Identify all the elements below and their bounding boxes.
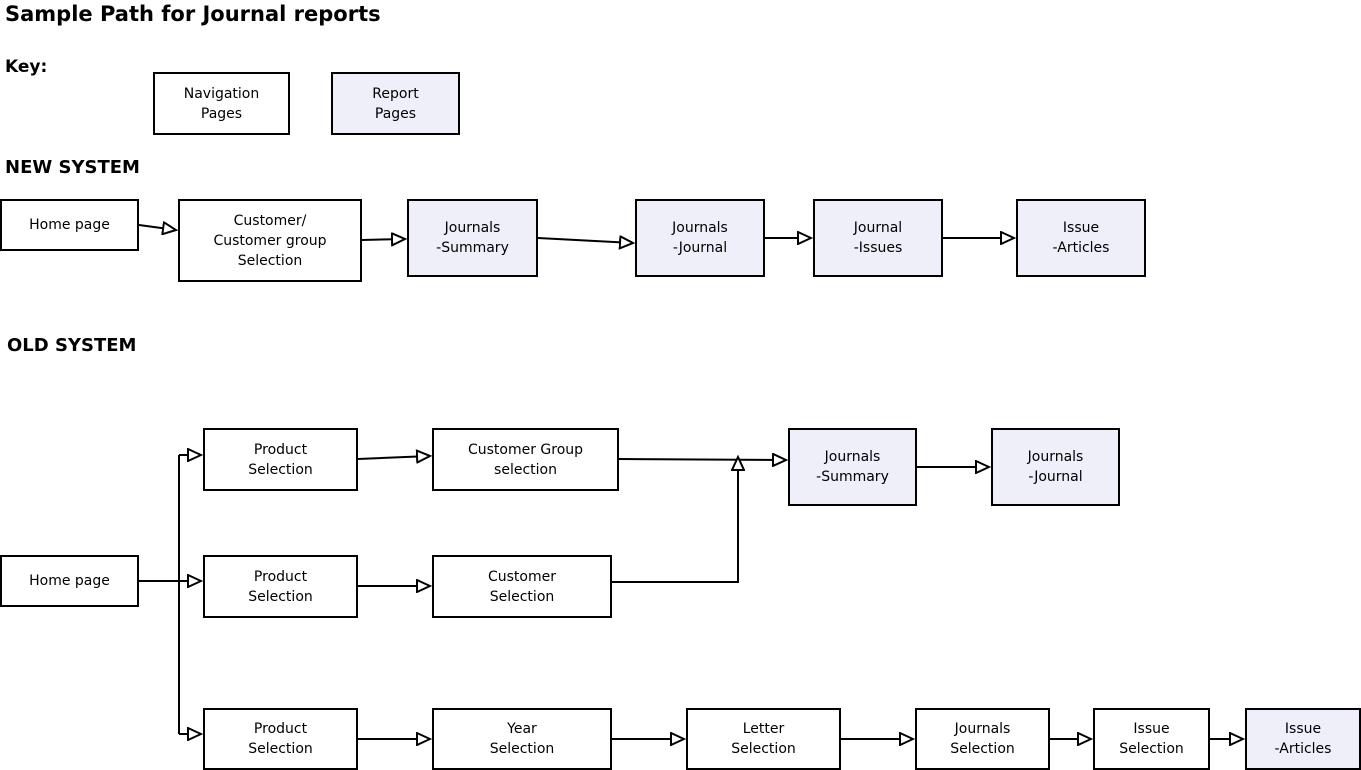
old-product3-line-2: Selection [248,741,313,757]
arrow-old-customer-to-merge [612,457,738,583]
old-product-selection-2: Product Selection [203,555,358,618]
old-year-line-1: Year [507,721,537,737]
new-journal-issues: Journal -Issues [813,199,943,277]
old-product-selection-1: Product Selection [203,428,358,491]
old-customer-selection: Customer Selection [432,555,612,618]
old-customer-group-selection: Customer Group selection [432,428,619,491]
old-journals-summary: Journals -Summary [788,428,917,506]
new-customer-line-1: Customer/ [233,212,307,229]
old-product1-line-2: Selection [248,461,313,478]
key-navigation-pages: Navigation Pages [153,72,290,135]
old-custgroup-line-1: Customer Group [467,441,584,458]
old-product1-line-1: Product [253,441,308,458]
old-year-line-2: Selection [489,741,555,757]
key-report-line-2: Pages [374,105,417,122]
new-customer-line-3: Selection [237,252,303,269]
new-home-page-label: Home page [29,217,110,233]
key-label: Key: [5,57,48,77]
old-product-selection-3: Product Selection [203,708,358,770]
new-home-page: Home page [0,199,139,251]
new-customer-line-2: Customer group [213,232,327,249]
old-customer-line-2: Selection [489,588,555,605]
old-customer-line-1: Customer [487,568,556,585]
old-issue-selection: Issue Selection [1093,708,1210,770]
arrow-old-custgroup-to-summary [618,459,786,460]
diagram-title: Sample Path for Journal reports [5,2,381,26]
old-journals-sel-line-2: Selection [950,741,1015,757]
new-journals-summary: Journals -Summary [407,199,538,277]
old-year-selection: Year Selection [432,708,612,770]
key-report-line-1: Report [372,85,419,102]
old-journals-sel-line-1: Journals [954,721,1011,737]
new-issues-line-1: Journal [853,220,903,236]
new-system-heading: NEW SYSTEM [5,157,140,178]
new-journal-line-2: -Journal [672,240,728,256]
new-issue-articles: Issue -Articles [1016,199,1146,277]
arrow-old-product1-to-custgroup [357,456,430,459]
old-journal-line-2: -Journal [1028,469,1083,485]
new-journal-line-1: Journals [672,220,728,236]
old-product3-line-1: Product [253,721,308,737]
new-issues-line-2: -Issues [853,240,903,256]
old-home-page: Home page [0,555,139,607]
new-articles-line-1: Issue [1062,220,1100,236]
old-system-heading: OLD SYSTEM [7,335,137,356]
arrow-new-customer-to-summary [361,239,405,240]
old-letter-line-1: Letter [742,721,785,737]
old-articles-line-2: -Articles [1274,741,1332,757]
old-home-page-label: Home page [29,573,110,589]
old-letter-line-2: Selection [731,741,796,757]
new-summary-line-1: Journals [444,220,501,236]
arrow-new-home-to-customer [138,225,176,230]
old-custgroup-line-2: selection [494,461,557,478]
old-issue-sel-line-2: Selection [1119,741,1184,757]
old-issue-sel-line-1: Issue [1133,721,1170,737]
new-articles-line-2: -Articles [1052,240,1110,256]
old-journals-selection: Journals Selection [915,708,1050,770]
old-product2-line-2: Selection [248,588,313,605]
old-journal-line-1: Journals [1027,449,1084,465]
new-customer-selection: Customer/ Customer group Selection [178,199,362,282]
old-summary-line-2: -Summary [816,469,889,485]
new-summary-line-2: -Summary [436,240,509,256]
arrow-new-summary-to-journal [537,238,633,243]
key-report-pages: Report Pages [331,72,460,135]
key-navigation-line-2: Pages [200,105,243,122]
old-summary-line-1: Journals [824,449,881,465]
old-articles-line-1: Issue [1284,721,1322,737]
old-journals-journal: Journals -Journal [991,428,1120,506]
old-product2-line-1: Product [253,568,308,585]
old-issue-articles: Issue -Articles [1245,708,1361,770]
key-navigation-line-1: Navigation [183,85,260,102]
new-journals-journal: Journals -Journal [635,199,765,277]
old-letter-selection: Letter Selection [686,708,841,770]
